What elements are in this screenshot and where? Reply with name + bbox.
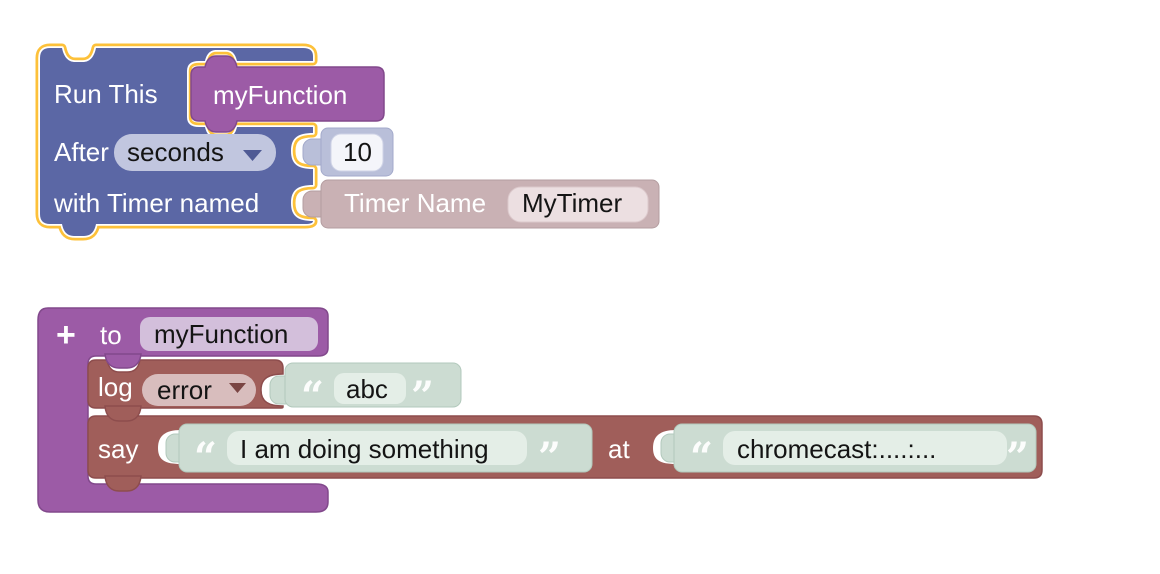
connection-bump (104, 405, 142, 422)
chevron-down-icon (243, 150, 262, 161)
at-label: at (608, 434, 630, 464)
open-quote-icon: “ (690, 434, 713, 481)
unit-dropdown-value: seconds (127, 137, 224, 167)
to-label: to (100, 320, 122, 350)
say-message-field[interactable] (227, 431, 527, 465)
function-definition-block[interactable]: + to myFunction log error “ abc ” (37, 307, 1043, 513)
function-name-field[interactable] (140, 317, 318, 351)
log-level-value: error (157, 375, 212, 405)
function-name-value: myFunction (154, 319, 288, 349)
open-quote-icon: “ (301, 373, 324, 420)
say-device-field[interactable] (723, 431, 1007, 465)
log-message-field[interactable] (334, 373, 406, 404)
log-label: log (98, 372, 133, 402)
timer-name-value: MyTimer (522, 188, 622, 218)
close-quote-icon: ” (411, 373, 434, 420)
say-device-block[interactable]: “ chromecast:....:... ” (660, 423, 1037, 481)
delay-value-field[interactable] (330, 133, 384, 172)
open-quote-icon: “ (194, 434, 217, 481)
plus-icon[interactable]: + (56, 316, 76, 354)
run-this-label: Run This (54, 79, 158, 109)
timer-name-block[interactable]: Timer Name MyTimer (302, 179, 660, 229)
log-block[interactable]: log error (87, 359, 284, 409)
unit-dropdown[interactable]: seconds (114, 134, 276, 171)
close-quote-icon: ” (1006, 434, 1029, 481)
delay-number-block[interactable]: 10 (302, 127, 394, 177)
delay-value: 10 (343, 137, 372, 167)
chevron-down-icon (229, 383, 246, 393)
say-message-block[interactable]: “ I am doing something ” (165, 423, 593, 481)
timer-name-label: Timer Name (344, 188, 486, 218)
say-block[interactable]: say at “ I am doing something ” “ chrome… (87, 415, 1043, 491)
function-call-name: myFunction (213, 80, 347, 110)
log-message-block[interactable]: “ abc ” (269, 362, 462, 420)
log-level-dropdown[interactable]: error (142, 374, 256, 406)
after-label: After (54, 137, 109, 167)
with-timer-named-label: with Timer named (53, 188, 259, 218)
close-quote-icon: ” (538, 434, 561, 481)
timer-rule-block[interactable]: Run This After with Timer named seconds … (35, 43, 660, 241)
timer-name-field[interactable] (507, 186, 649, 223)
say-device-value: chromecast:....:... (737, 434, 936, 464)
function-call-block[interactable]: myFunction (190, 55, 385, 133)
say-message-value: I am doing something (240, 434, 489, 464)
log-message-value: abc (346, 374, 388, 404)
say-label: say (98, 434, 138, 464)
connection-bump (104, 475, 142, 492)
connection-bump (104, 353, 142, 369)
